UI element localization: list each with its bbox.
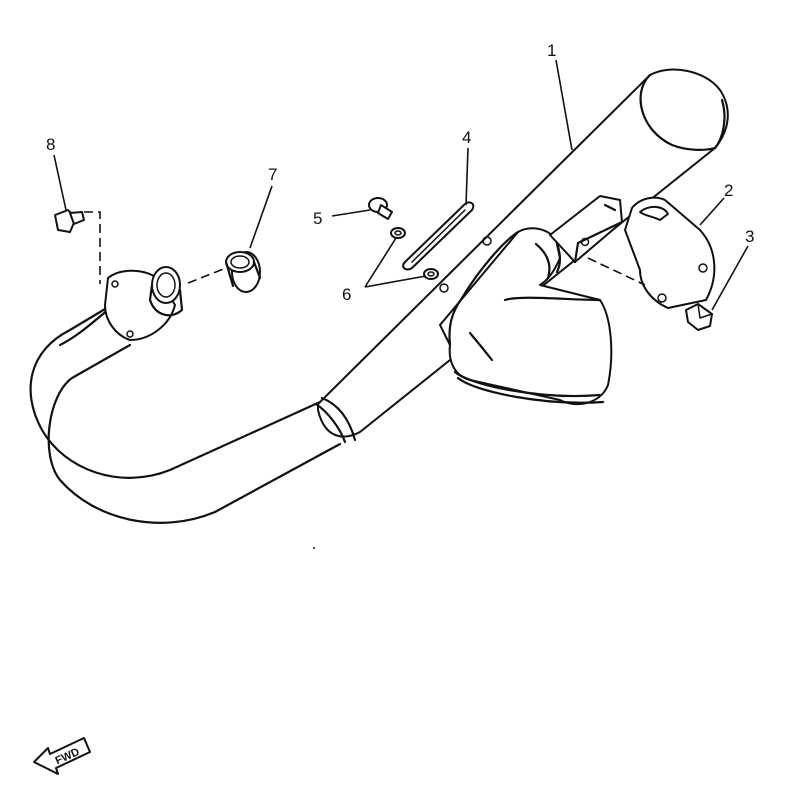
fwd-label: FWD [54, 746, 82, 767]
bracket-bolt [685, 303, 713, 331]
fwd-arrow-icon: FWD [33, 737, 91, 775]
callout-1: 1 [547, 41, 556, 60]
flange-bolt [54, 209, 85, 233]
stray-dot [313, 547, 315, 549]
callout-3: 3 [745, 227, 754, 246]
mounting-bolt-small [368, 197, 393, 220]
callouts: 1 2 3 4 5 6 7 8 [46, 41, 754, 304]
assembly-lines [84, 211, 646, 286]
leader-lines [53, 59, 749, 311]
mounting-tab [549, 195, 624, 264]
callout-4: 4 [462, 128, 471, 147]
callout-5: 5 [313, 209, 322, 228]
callout-8: 8 [46, 135, 55, 154]
callout-6: 6 [342, 285, 351, 304]
gasket-ring [224, 251, 262, 293]
gasket-strip [402, 201, 475, 271]
callout-7: 7 [268, 165, 277, 184]
mounting-bracket [624, 196, 716, 309]
washers [390, 227, 439, 280]
exhaust-pipe [29, 266, 357, 524]
callout-2: 2 [724, 181, 733, 200]
heat-shield [439, 227, 613, 406]
